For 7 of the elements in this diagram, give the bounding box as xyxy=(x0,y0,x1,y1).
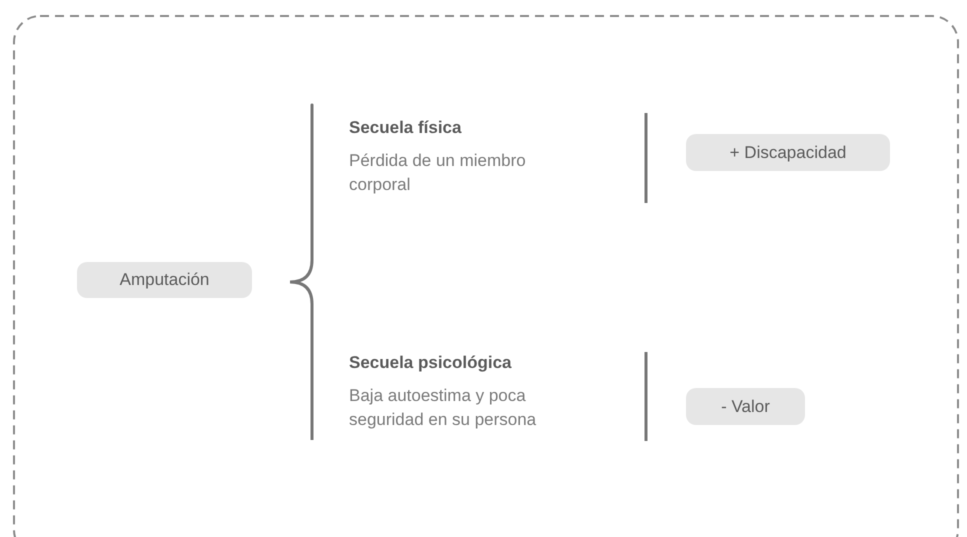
label-pill: Amputación xyxy=(77,262,252,298)
branch-heading: Secuela física xyxy=(349,117,462,139)
branch-description: Pérdida de un miembro corporal xyxy=(349,150,527,196)
label-pill: + Discapacidad xyxy=(686,134,890,171)
branch-description: Baja autoestima y poca seguridad en su persona xyxy=(349,385,538,431)
branch-heading: Secuela psicológica xyxy=(349,352,512,374)
label-pill: - Valor xyxy=(686,388,805,425)
